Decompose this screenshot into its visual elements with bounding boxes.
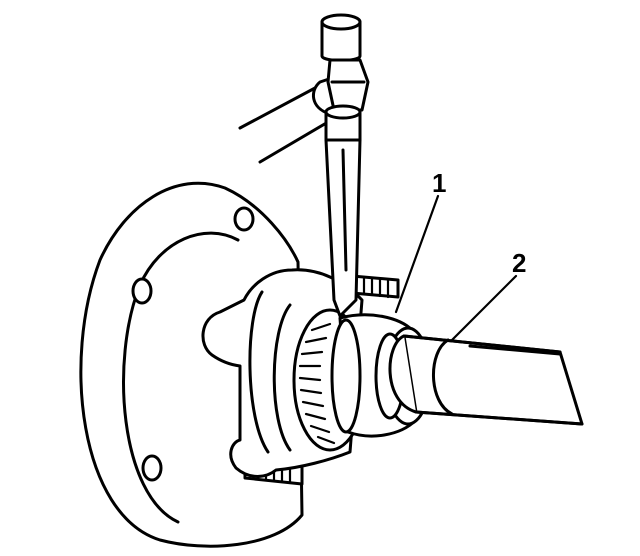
callout-leaders — [394, 194, 518, 342]
callout-label-1: 1 — [432, 168, 446, 198]
lug-hole — [141, 454, 163, 482]
wheel-stud — [350, 274, 400, 299]
lug-hole — [131, 277, 153, 305]
leader-line-2 — [450, 274, 518, 342]
callout-label-2: 2 — [512, 248, 526, 278]
puller-tool — [238, 13, 370, 318]
axle-shaft — [388, 334, 584, 426]
lug-hole — [233, 206, 255, 232]
leader-line-1 — [394, 194, 440, 314]
